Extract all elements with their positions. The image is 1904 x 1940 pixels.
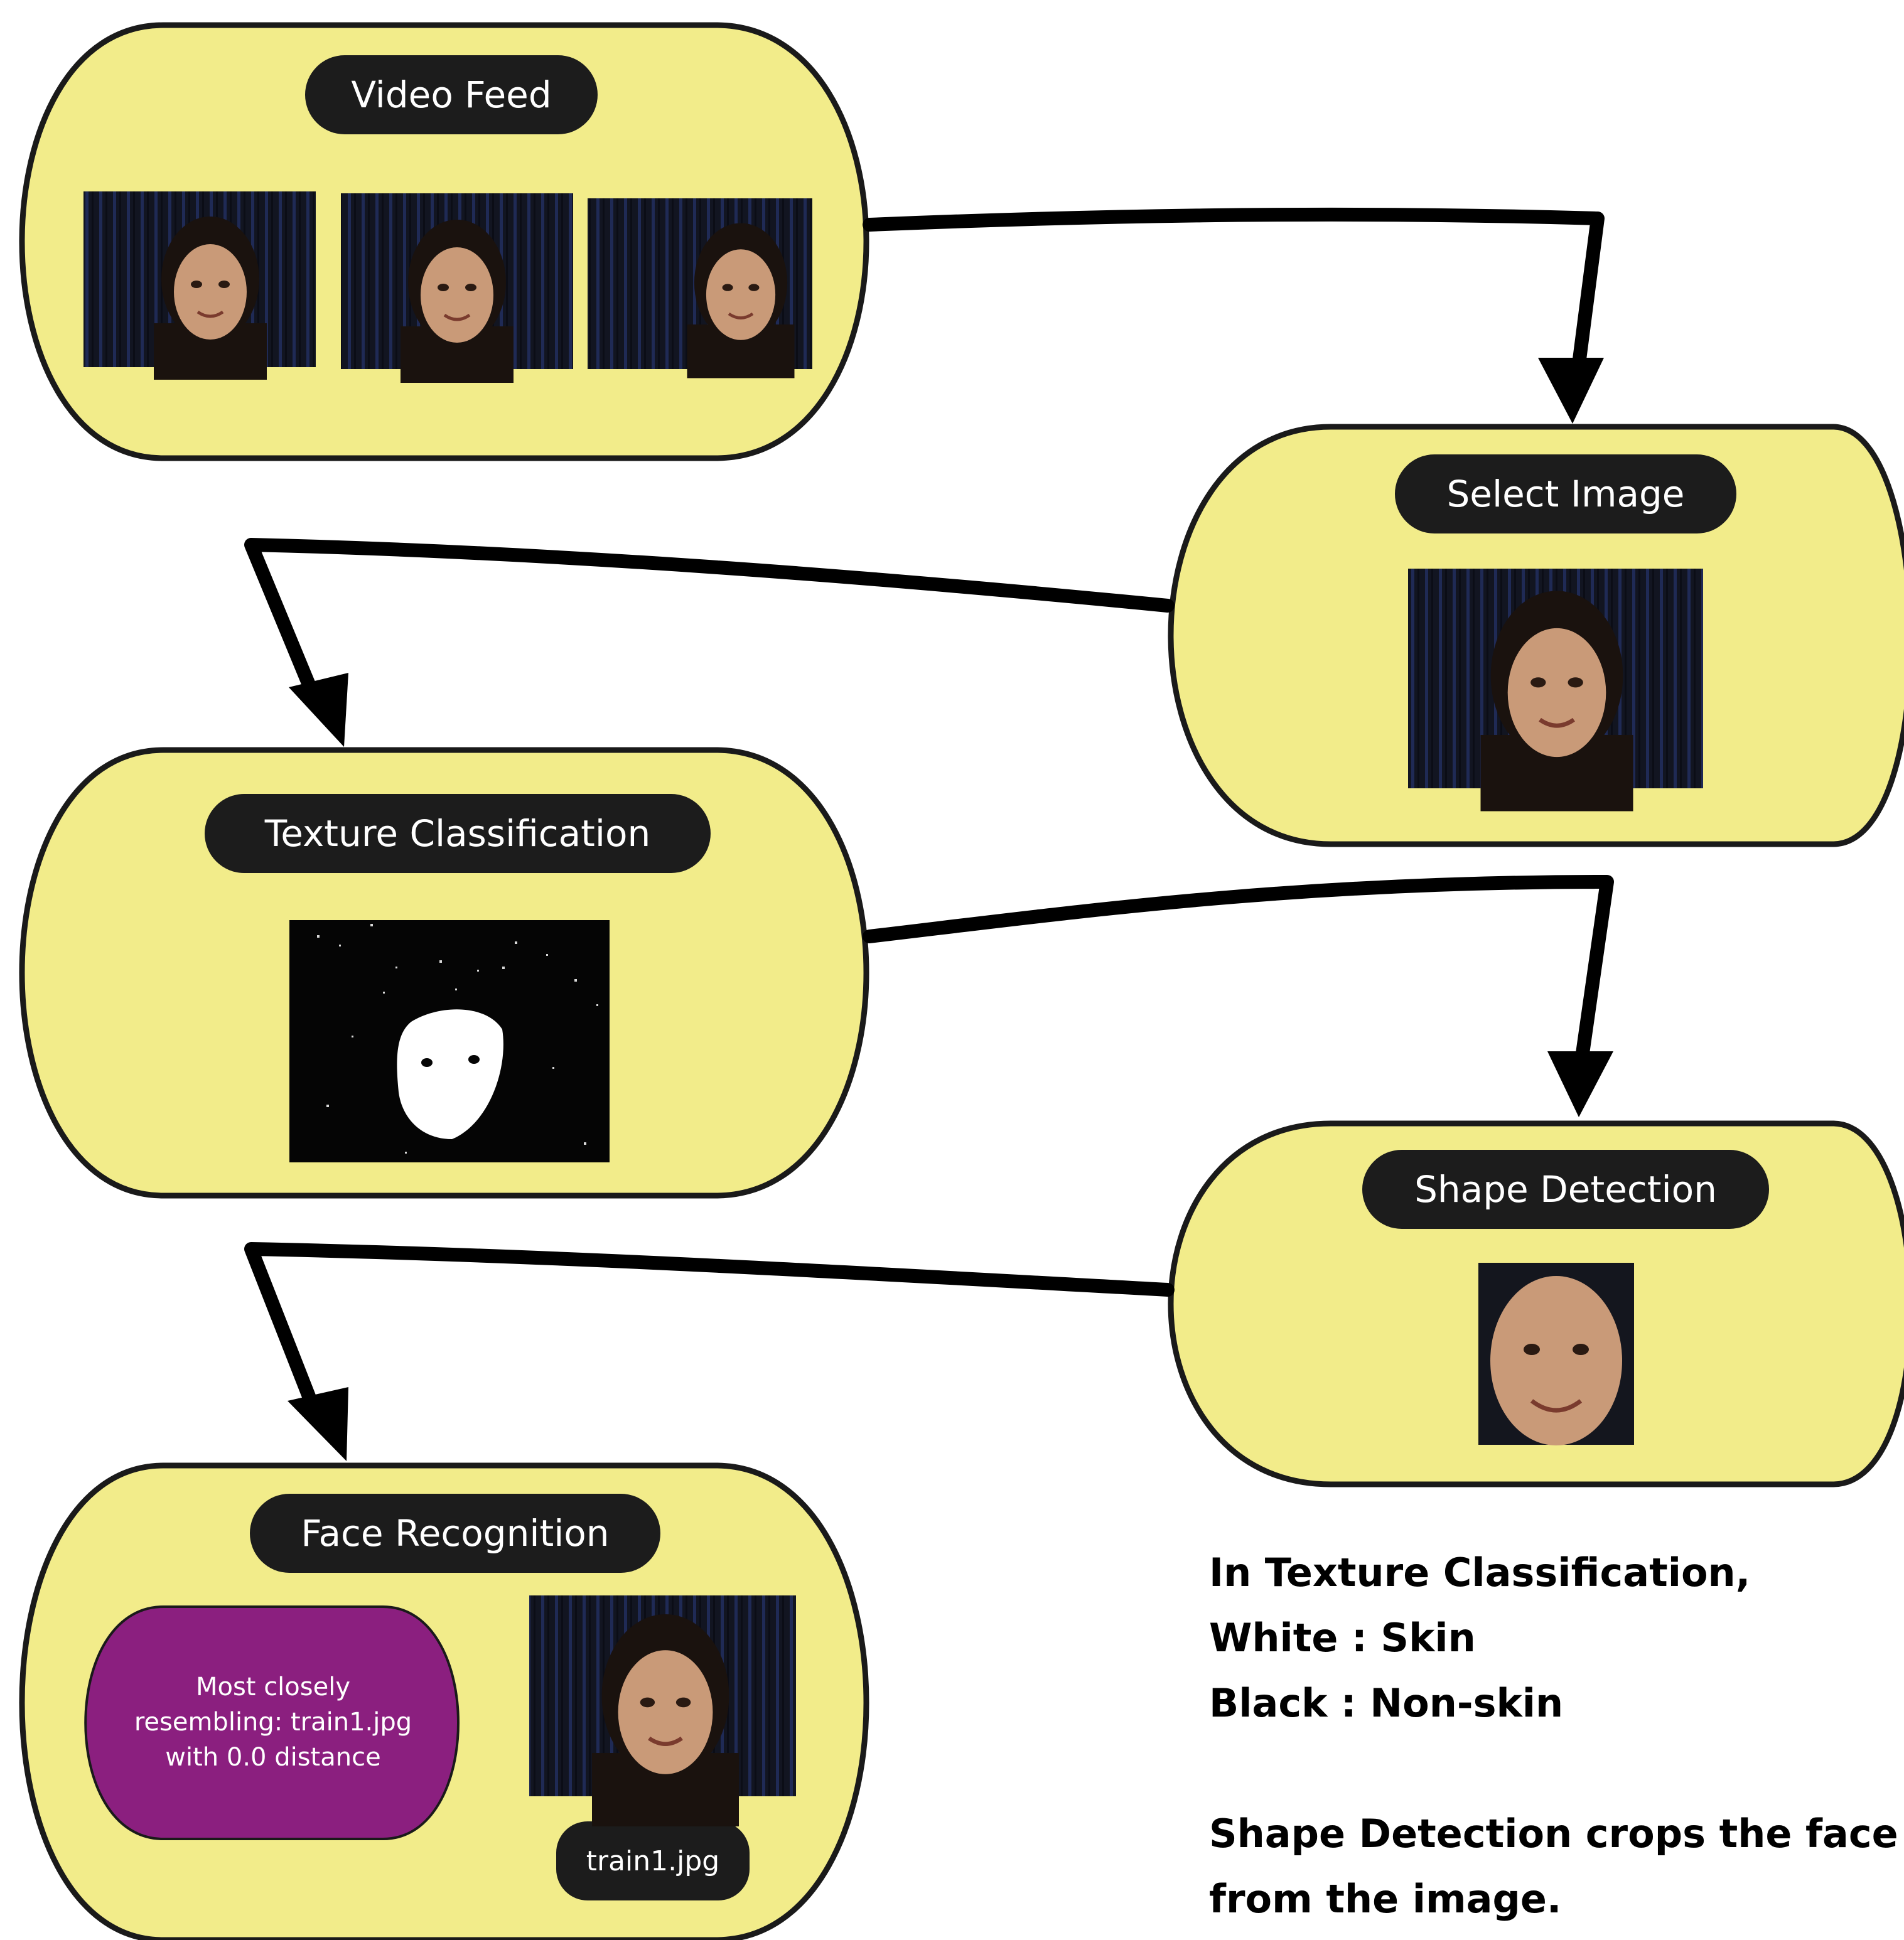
texture-classification-title: Texture Classification xyxy=(264,812,651,855)
recognition-result-text: Most closely resembling: train1.jpg with… xyxy=(100,1669,446,1775)
arrow-shape-to-recognition xyxy=(244,1242,1175,1416)
selected-image xyxy=(1408,569,1703,812)
title-pill-select-image xyxy=(1395,454,1736,533)
cropped-face-image xyxy=(1478,1263,1634,1445)
video-frame-3 xyxy=(588,198,812,378)
arrow-heads xyxy=(288,358,1613,1461)
result-line-1: Most closely xyxy=(195,1673,351,1702)
arrow-video-to-select xyxy=(863,207,1605,371)
skin-mask-image xyxy=(289,920,610,1162)
title-pill-video-feed xyxy=(305,55,598,134)
texture-note: In Texture Classification, White : Skin … xyxy=(1209,1540,1750,1736)
matched-image xyxy=(529,1595,796,1826)
title-pill-face-recognition xyxy=(250,1494,660,1573)
select-image-title: Select Image xyxy=(1446,473,1685,515)
shape-note-line-1: Shape Detection crops the face xyxy=(1209,1811,1898,1857)
arrow-texture-to-shape xyxy=(863,875,1614,1064)
title-pill-texture xyxy=(205,794,711,873)
match-file-label: train1.jpg xyxy=(586,1845,720,1877)
result-box xyxy=(84,1605,460,1840)
texture-note-line-1: In Texture Classification, xyxy=(1209,1550,1751,1595)
video-frame-1 xyxy=(83,191,316,380)
arrow-select-to-texture xyxy=(244,538,1175,704)
texture-note-line-2: White : Skin xyxy=(1209,1615,1476,1661)
video-feed-title: Video Feed xyxy=(351,73,552,116)
face-recognition-title: Face Recognition xyxy=(301,1512,610,1555)
flow-arrows xyxy=(244,207,1614,1416)
title-pill-shape xyxy=(1362,1150,1769,1229)
texture-note-line-3: Black : Non-skin xyxy=(1209,1680,1564,1726)
result-line-3: with 0.0 distance xyxy=(165,1743,381,1772)
file-tag-bg xyxy=(556,1821,750,1900)
shape-note: Shape Detection crops the face from the … xyxy=(1209,1801,1898,1932)
video-frame-2 xyxy=(341,193,573,383)
shape-detection-title: Shape Detection xyxy=(1414,1168,1717,1211)
result-line-2: resembling: train1.jpg xyxy=(134,1708,412,1737)
shape-note-line-2: from the image. xyxy=(1209,1876,1562,1922)
